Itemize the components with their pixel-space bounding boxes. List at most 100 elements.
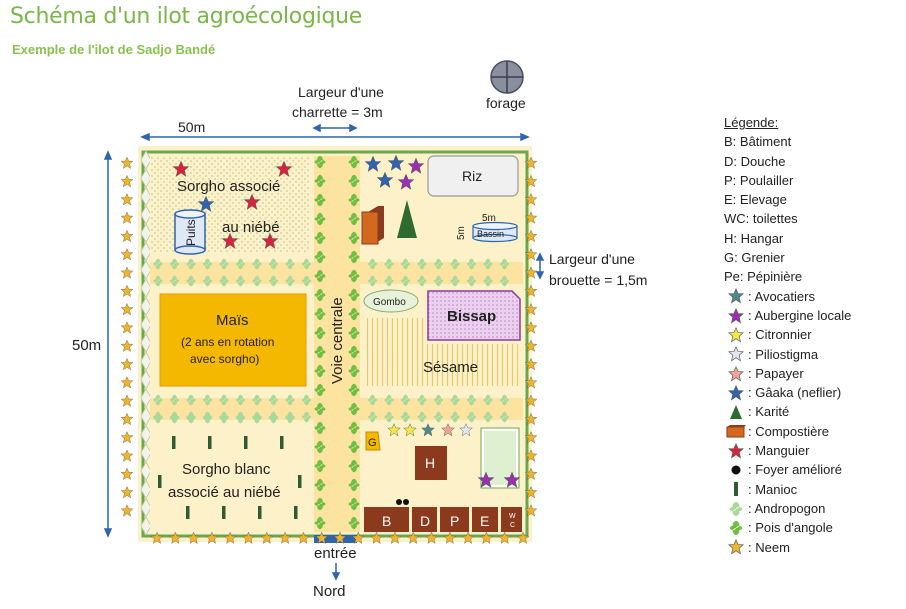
neem-star-icon: [120, 431, 134, 444]
legend-item-label: : Foyer amélioré: [748, 462, 842, 478]
neem-star-icon: [120, 486, 134, 499]
star-icon: [724, 442, 748, 459]
legend-item: D: Douche: [724, 152, 851, 171]
star-icon: [724, 288, 748, 304]
neem-star-icon: [120, 284, 134, 297]
compostiere-icon: [361, 206, 384, 245]
legend-item: Pe: Pépinière: [724, 267, 851, 286]
brouette-arrow: [535, 252, 545, 280]
page-subtitle: Exemple de l'ilot de Sadjo Bandé: [12, 42, 216, 57]
width-arrow: [140, 132, 530, 142]
legend-item: : Neem: [724, 538, 851, 557]
star-icon: [724, 307, 748, 324]
legend-item-label: : Compostière: [748, 423, 829, 439]
legend-item-label: WC: toilettes: [724, 211, 798, 227]
legend-item: : Karité: [724, 402, 851, 421]
leaf-icon: [724, 520, 748, 536]
charrette-arrow: [312, 123, 358, 133]
manioc-icon: [172, 436, 176, 449]
entree-label: entrée: [314, 545, 357, 562]
legend-item: : Andropogon: [724, 499, 851, 518]
width-label: 50m: [178, 119, 205, 135]
plot-mais-note: (2 ans en rotation avec sorgho): [181, 335, 278, 366]
legend-item-label: : Manguier: [748, 443, 810, 459]
legend-item-label: E: Elevage: [724, 192, 787, 208]
legend-item-label: : Aubergine locale: [748, 307, 852, 323]
legend-item: : Avocatiers: [724, 287, 851, 306]
plot-sesame-extra: [366, 318, 424, 344]
star-icon: [724, 384, 748, 401]
puits-label: Puits: [184, 219, 198, 246]
legend-item: B: Bâtiment: [724, 132, 851, 151]
legend-item: : Foyer amélioré: [724, 460, 851, 479]
dot-icon: [724, 464, 748, 476]
building-d-label: D: [420, 513, 430, 529]
neem-star-icon: [120, 449, 134, 462]
legend-item: E: Elevage: [724, 190, 851, 209]
tree-icon: [724, 404, 748, 420]
manioc-icon: [222, 506, 226, 519]
buildings-row: [364, 507, 522, 532]
hangar-building: [415, 446, 447, 480]
star-icon: [724, 365, 748, 382]
road-horizontal-bottom: [150, 398, 523, 420]
neem-star-icon: [120, 211, 134, 224]
grenier-label: G: [368, 437, 377, 449]
legend-items: B: Bâtiment D: Douche P: Poulailler E: Elev…: [724, 132, 851, 557]
legend-item: : Compostière: [724, 422, 851, 441]
building-b: [364, 507, 409, 532]
legend-item: : Gâaka (neflier): [724, 383, 851, 402]
legend-item-label: : Karité: [748, 404, 790, 420]
legend-item-label: : Andropogon: [748, 500, 826, 516]
legend-title: Légende:: [724, 115, 779, 130]
brouette-label: Largeur d'une brouette = 1,5m: [549, 251, 647, 288]
road-horizontal-top: [150, 262, 523, 284]
hangar-label: H: [425, 455, 435, 471]
plot-sesame-label: Sésame: [423, 359, 478, 376]
legend-item-label: : Neem: [748, 539, 790, 555]
legend-item: : Aubergine locale: [724, 306, 851, 325]
bassin-width: 5m: [482, 213, 496, 224]
manioc-icon: [280, 436, 284, 449]
plot-mais-label: Maïs: [216, 312, 249, 329]
legend-item: : Papayer: [724, 364, 851, 383]
building-e-label: E: [480, 513, 489, 529]
legend-item-label: D: Douche: [724, 153, 786, 169]
neem-star-icon: [120, 413, 134, 425]
voie-centrale-label: Voie centrale: [329, 297, 346, 384]
building-b-label: B: [382, 513, 391, 529]
neem-star-icon: [120, 321, 134, 334]
bassin-icon: [472, 221, 518, 243]
nord-arrow: [331, 563, 341, 581]
manioc-icon: [158, 475, 162, 488]
bassin-label: Bassin: [477, 229, 504, 239]
puits-icon: [174, 209, 206, 255]
legend-item: : Citronnier: [724, 325, 851, 344]
forage-icon: [490, 60, 524, 94]
charrette-label: Largeur d'une charrette = 3m: [292, 84, 388, 120]
plot-sorgho-niebe-label: Sorgho associé au niébé: [177, 178, 285, 236]
legend-item-label: P: Poulailler: [724, 172, 794, 188]
height-label: 50m: [72, 337, 101, 354]
forage-label: forage: [486, 95, 526, 111]
manioc-icon: [244, 436, 248, 449]
plot-mais: [159, 293, 307, 387]
neem-star-icon: [120, 175, 134, 188]
karite-icon: [397, 200, 417, 238]
legend-item-label: : Piliostigma: [748, 346, 819, 362]
plot-gombo: [363, 289, 419, 313]
neem-star-icon: [120, 248, 134, 261]
neem-star-icon: [120, 303, 134, 316]
building-e: [472, 507, 498, 532]
entree-gate: [314, 535, 357, 543]
height-arrow: [103, 150, 113, 538]
manioc-icon: [258, 506, 262, 519]
manioc-rows: [158, 436, 302, 519]
legend-item-label: : Manioc: [748, 481, 798, 497]
bassin-height: 5m: [456, 226, 467, 240]
neem-star-icon: [120, 339, 134, 352]
neem-star-icon: [120, 230, 134, 242]
nord-label: Nord: [313, 583, 346, 600]
legend-item-label: H: Hangar: [724, 230, 784, 246]
